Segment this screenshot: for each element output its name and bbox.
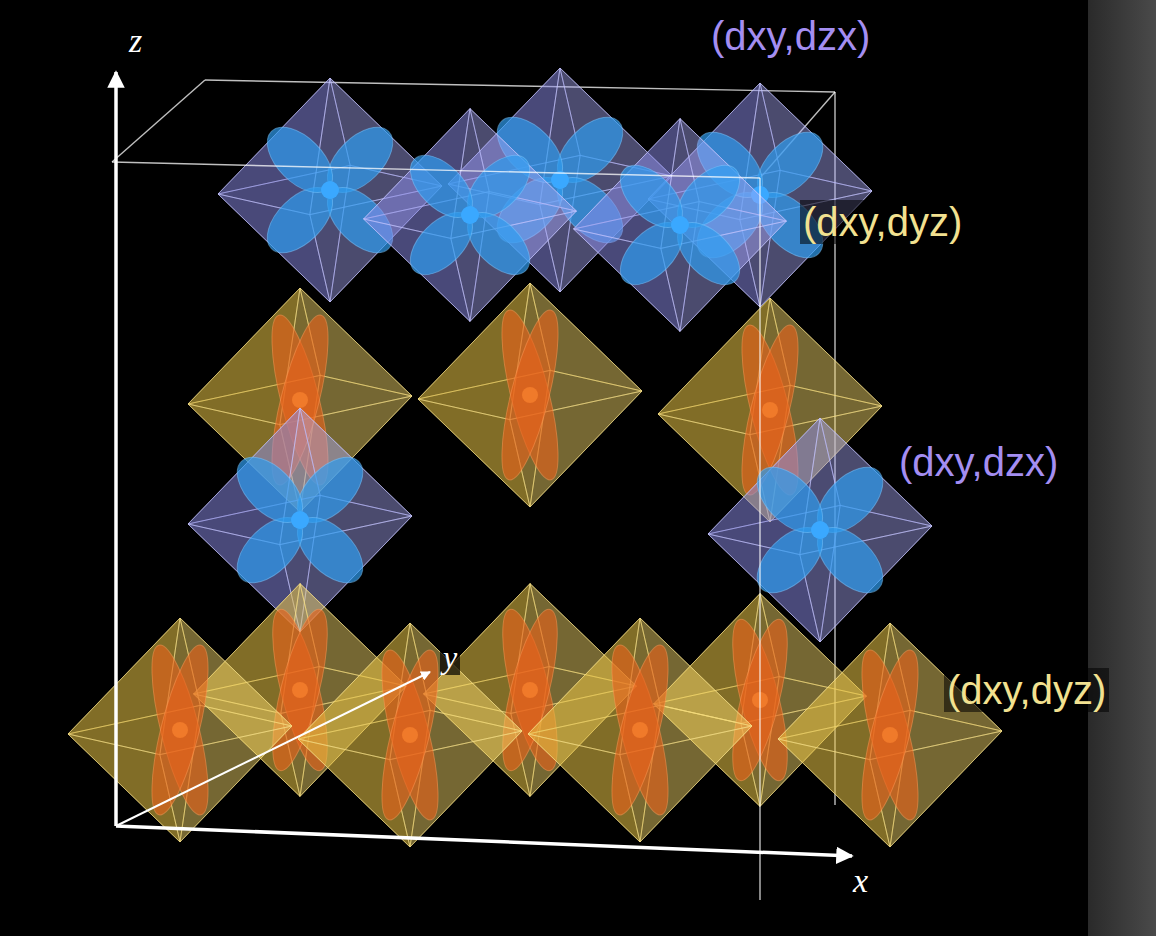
box-back xyxy=(112,80,835,805)
octahedron xyxy=(778,623,1002,847)
octahedra xyxy=(68,68,1002,847)
orbital-label: (dxy,dyz) xyxy=(944,668,1109,712)
axis-label: y xyxy=(440,640,460,675)
axis-label: x xyxy=(850,862,871,899)
octahedron xyxy=(364,109,577,322)
axis-label: z xyxy=(126,22,145,59)
octahedron xyxy=(418,283,642,507)
octahedron xyxy=(574,119,787,332)
side-band xyxy=(1088,0,1156,936)
orbital-label: (dxy,dzx) xyxy=(896,440,1061,484)
octahedron xyxy=(68,618,292,842)
axes xyxy=(116,72,852,856)
octahedron xyxy=(528,618,752,842)
box-front xyxy=(112,162,760,900)
orbital-label: (dxy,dzx) xyxy=(708,14,873,58)
orbital-label: (dxy,dyz) xyxy=(800,200,965,244)
octahedron xyxy=(298,623,522,847)
